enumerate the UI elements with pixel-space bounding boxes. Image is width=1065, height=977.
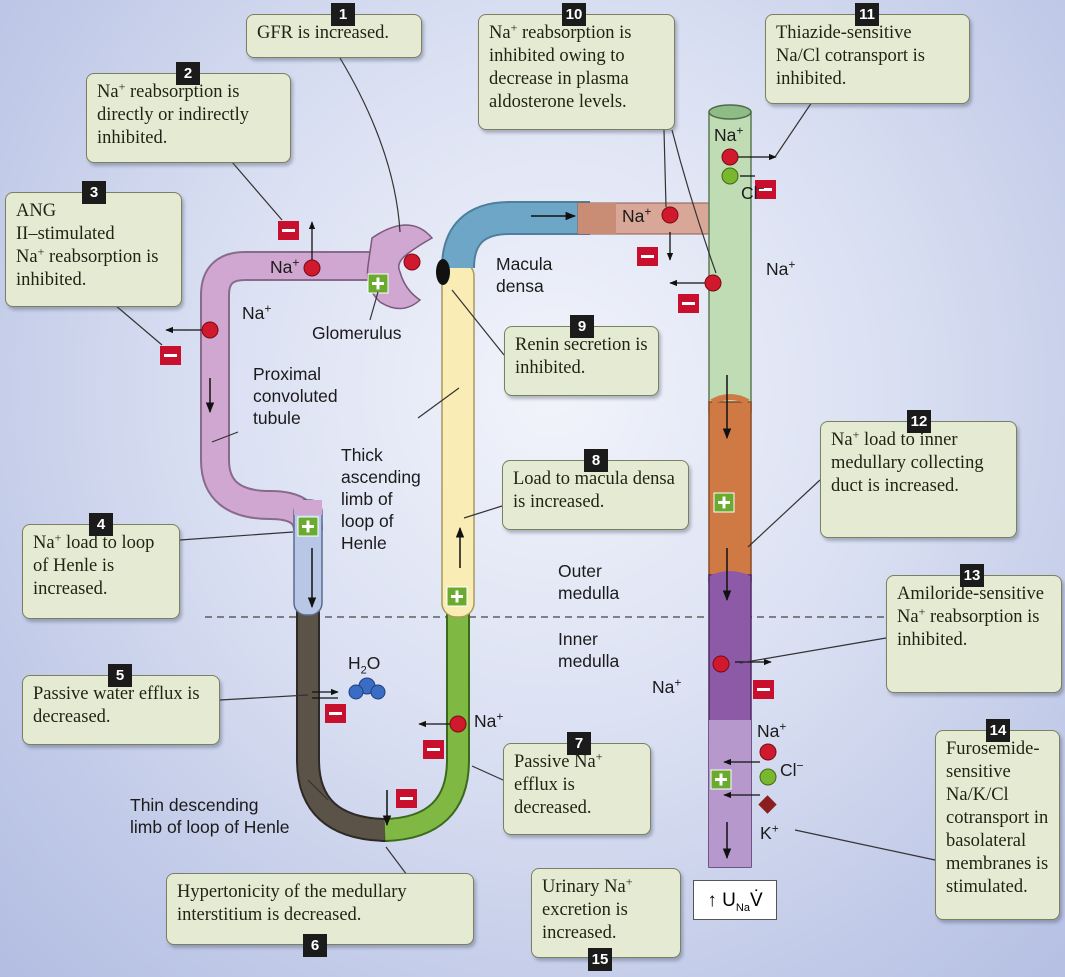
callout-13: Amiloride-sensitive Na+ reabsorption is … bbox=[886, 575, 1062, 693]
callout-number: 13 bbox=[960, 564, 984, 587]
sodium-ion-dots bbox=[201, 148, 777, 761]
glomerulus-label: Glomerulus bbox=[312, 323, 402, 343]
na-label: Na+ bbox=[757, 719, 787, 741]
na-label: Na+ bbox=[652, 675, 682, 697]
callout-number: 11 bbox=[855, 3, 879, 26]
na-label: Na+ bbox=[474, 709, 504, 731]
callout-6: Hypertonicity of the medullary interstit… bbox=[166, 873, 474, 945]
water-molecule bbox=[348, 677, 386, 700]
callout-number: 2 bbox=[176, 62, 200, 85]
chloride-ion-dots bbox=[721, 167, 777, 786]
thick-ascending-label: Thick ascending limb of loop of Henle bbox=[341, 445, 421, 553]
callout-14: Furosemide-sensitive Na/K/Cl cotransport… bbox=[935, 730, 1060, 920]
inhibit-signs bbox=[160, 180, 776, 808]
na-label: Na+ bbox=[242, 301, 272, 323]
callout-number: 6 bbox=[303, 934, 327, 957]
callout-3: ANG II–stimulated Na+ reabsorption is in… bbox=[5, 192, 182, 307]
na-label: Na+ bbox=[270, 255, 300, 277]
callout-7: Passive Na+ efflux is decreased. bbox=[503, 743, 651, 835]
na-label: Na+ bbox=[714, 123, 744, 145]
callout-2: Na+ reabsorption is directly or indirect… bbox=[86, 73, 291, 163]
callout-number: 7 bbox=[567, 732, 591, 755]
callout-number: 1 bbox=[331, 3, 355, 26]
callout-number: 12 bbox=[907, 410, 931, 433]
macula-densa bbox=[436, 259, 450, 285]
urinary-sodium-output: ↑ UNaV̇ bbox=[693, 880, 777, 920]
cl-label: Cl− bbox=[741, 181, 765, 203]
inner-medulla-label: Inner medulla bbox=[558, 629, 620, 671]
callout-12: Na+ load to inner medullary collecting d… bbox=[820, 421, 1017, 538]
callout-11: Thiazide-sensitive Na/Cl cotransport is … bbox=[765, 14, 970, 104]
leader-lines bbox=[114, 57, 936, 876]
callout-number: 4 bbox=[89, 513, 113, 536]
callout-number: 8 bbox=[584, 449, 608, 472]
macula-densa-label: Macula densa bbox=[496, 254, 553, 296]
callout-5: Passive water efflux is decreased. bbox=[22, 675, 220, 745]
thin-descending-label: Thin descending limb of loop of Henle bbox=[130, 795, 290, 837]
stimulate-signs bbox=[297, 273, 735, 790]
na-label: Na+ bbox=[622, 204, 652, 226]
duct-opening bbox=[708, 104, 752, 120]
callout-9: Renin secretion is inhibited. bbox=[504, 326, 659, 396]
callout-number: 9 bbox=[570, 315, 594, 338]
k-label: K+ bbox=[760, 821, 779, 843]
callout-4: Na+ load to loop of Henle is increased. bbox=[22, 524, 180, 619]
cl-label: Cl− bbox=[780, 758, 804, 780]
potassium-ion-diamond bbox=[758, 795, 777, 814]
outer-medulla-label: Outer medulla bbox=[558, 561, 620, 603]
water-label: H2O bbox=[348, 653, 381, 677]
callout-number: 3 bbox=[82, 181, 106, 204]
callout-number: 15 bbox=[588, 948, 612, 971]
callout-number: 10 bbox=[562, 3, 586, 26]
callout-15: Urinary Na+ excretion is increased. bbox=[531, 868, 681, 958]
outer-medullary-collecting-duct bbox=[708, 401, 752, 583]
proximal-label: Proximal convoluted tubule bbox=[253, 364, 338, 428]
callout-number: 14 bbox=[986, 719, 1010, 742]
thick-ascending-limb bbox=[441, 261, 475, 618]
callout-10: Na+ reabsorption is inhibited owing to d… bbox=[478, 14, 675, 130]
na-label: Na+ bbox=[766, 257, 796, 279]
callout-number: 5 bbox=[108, 664, 132, 687]
